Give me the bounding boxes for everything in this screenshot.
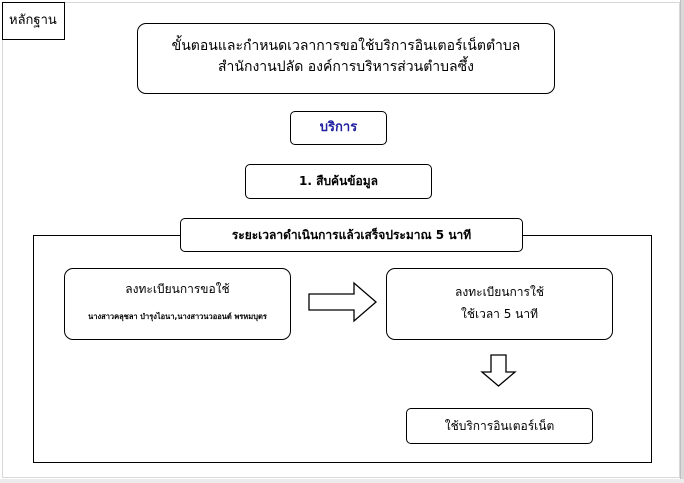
page-edge-right (680, 0, 684, 483)
duration-box: ระยะเวลาดำเนินการแล้วเสร็จประมาณ 5 นาที (180, 218, 523, 252)
down-arrow-icon (480, 354, 517, 387)
title-box: ขั้นตอนและกำหนดเวลาการขอใช้บริการอินเตอร… (137, 23, 555, 94)
page-edge-bottom (0, 479, 684, 483)
service-label: บริการ (319, 120, 358, 135)
use-internet-label: ใช้บริการอินเตอร์เน็ต (444, 419, 555, 433)
register-request-heading: ลงทะเบียนการขอใช้ (125, 282, 230, 296)
duration-label: ระยะเวลาดำเนินการแล้วเสร็จประมาณ 5 นาที (231, 228, 472, 242)
page-frame (2, 2, 680, 478)
register-usage-box: ลงทะเบียนการใช้ ใช้เวลา 5 นาที (386, 268, 613, 340)
title-line-1: ขั้นตอนและกำหนดเวลาการขอใช้บริการอินเตอร… (171, 38, 521, 54)
usage-time: ใช้เวลา 5 นาที (460, 307, 539, 321)
right-arrow-icon (308, 281, 377, 323)
use-internet-box: ใช้บริการอินเตอร์เน็ต (406, 408, 593, 444)
staff-names: นางสาวคลุชลา บำรุงไอนา,นางสาวนวออนต์ พรห… (88, 312, 267, 321)
register-usage-heading: ลงทะเบียนการใช้ (455, 285, 544, 299)
evidence-label: หลักฐาน (9, 13, 57, 28)
step-1-label: 1. สืบค้นข้อมูล (299, 174, 378, 188)
title-line-2: สำนักงานปลัด องค์การบริหารส่วนตำบลซึ้ง (218, 59, 474, 75)
step-1-box: 1. สืบค้นข้อมูล (245, 164, 432, 199)
service-box: บริการ (290, 111, 387, 145)
evidence-label-box: หลักฐาน (2, 2, 65, 40)
register-request-box: ลงทะเบียนการขอใช้ นางสาวคลุชลา บำรุงไอนา… (64, 268, 291, 340)
